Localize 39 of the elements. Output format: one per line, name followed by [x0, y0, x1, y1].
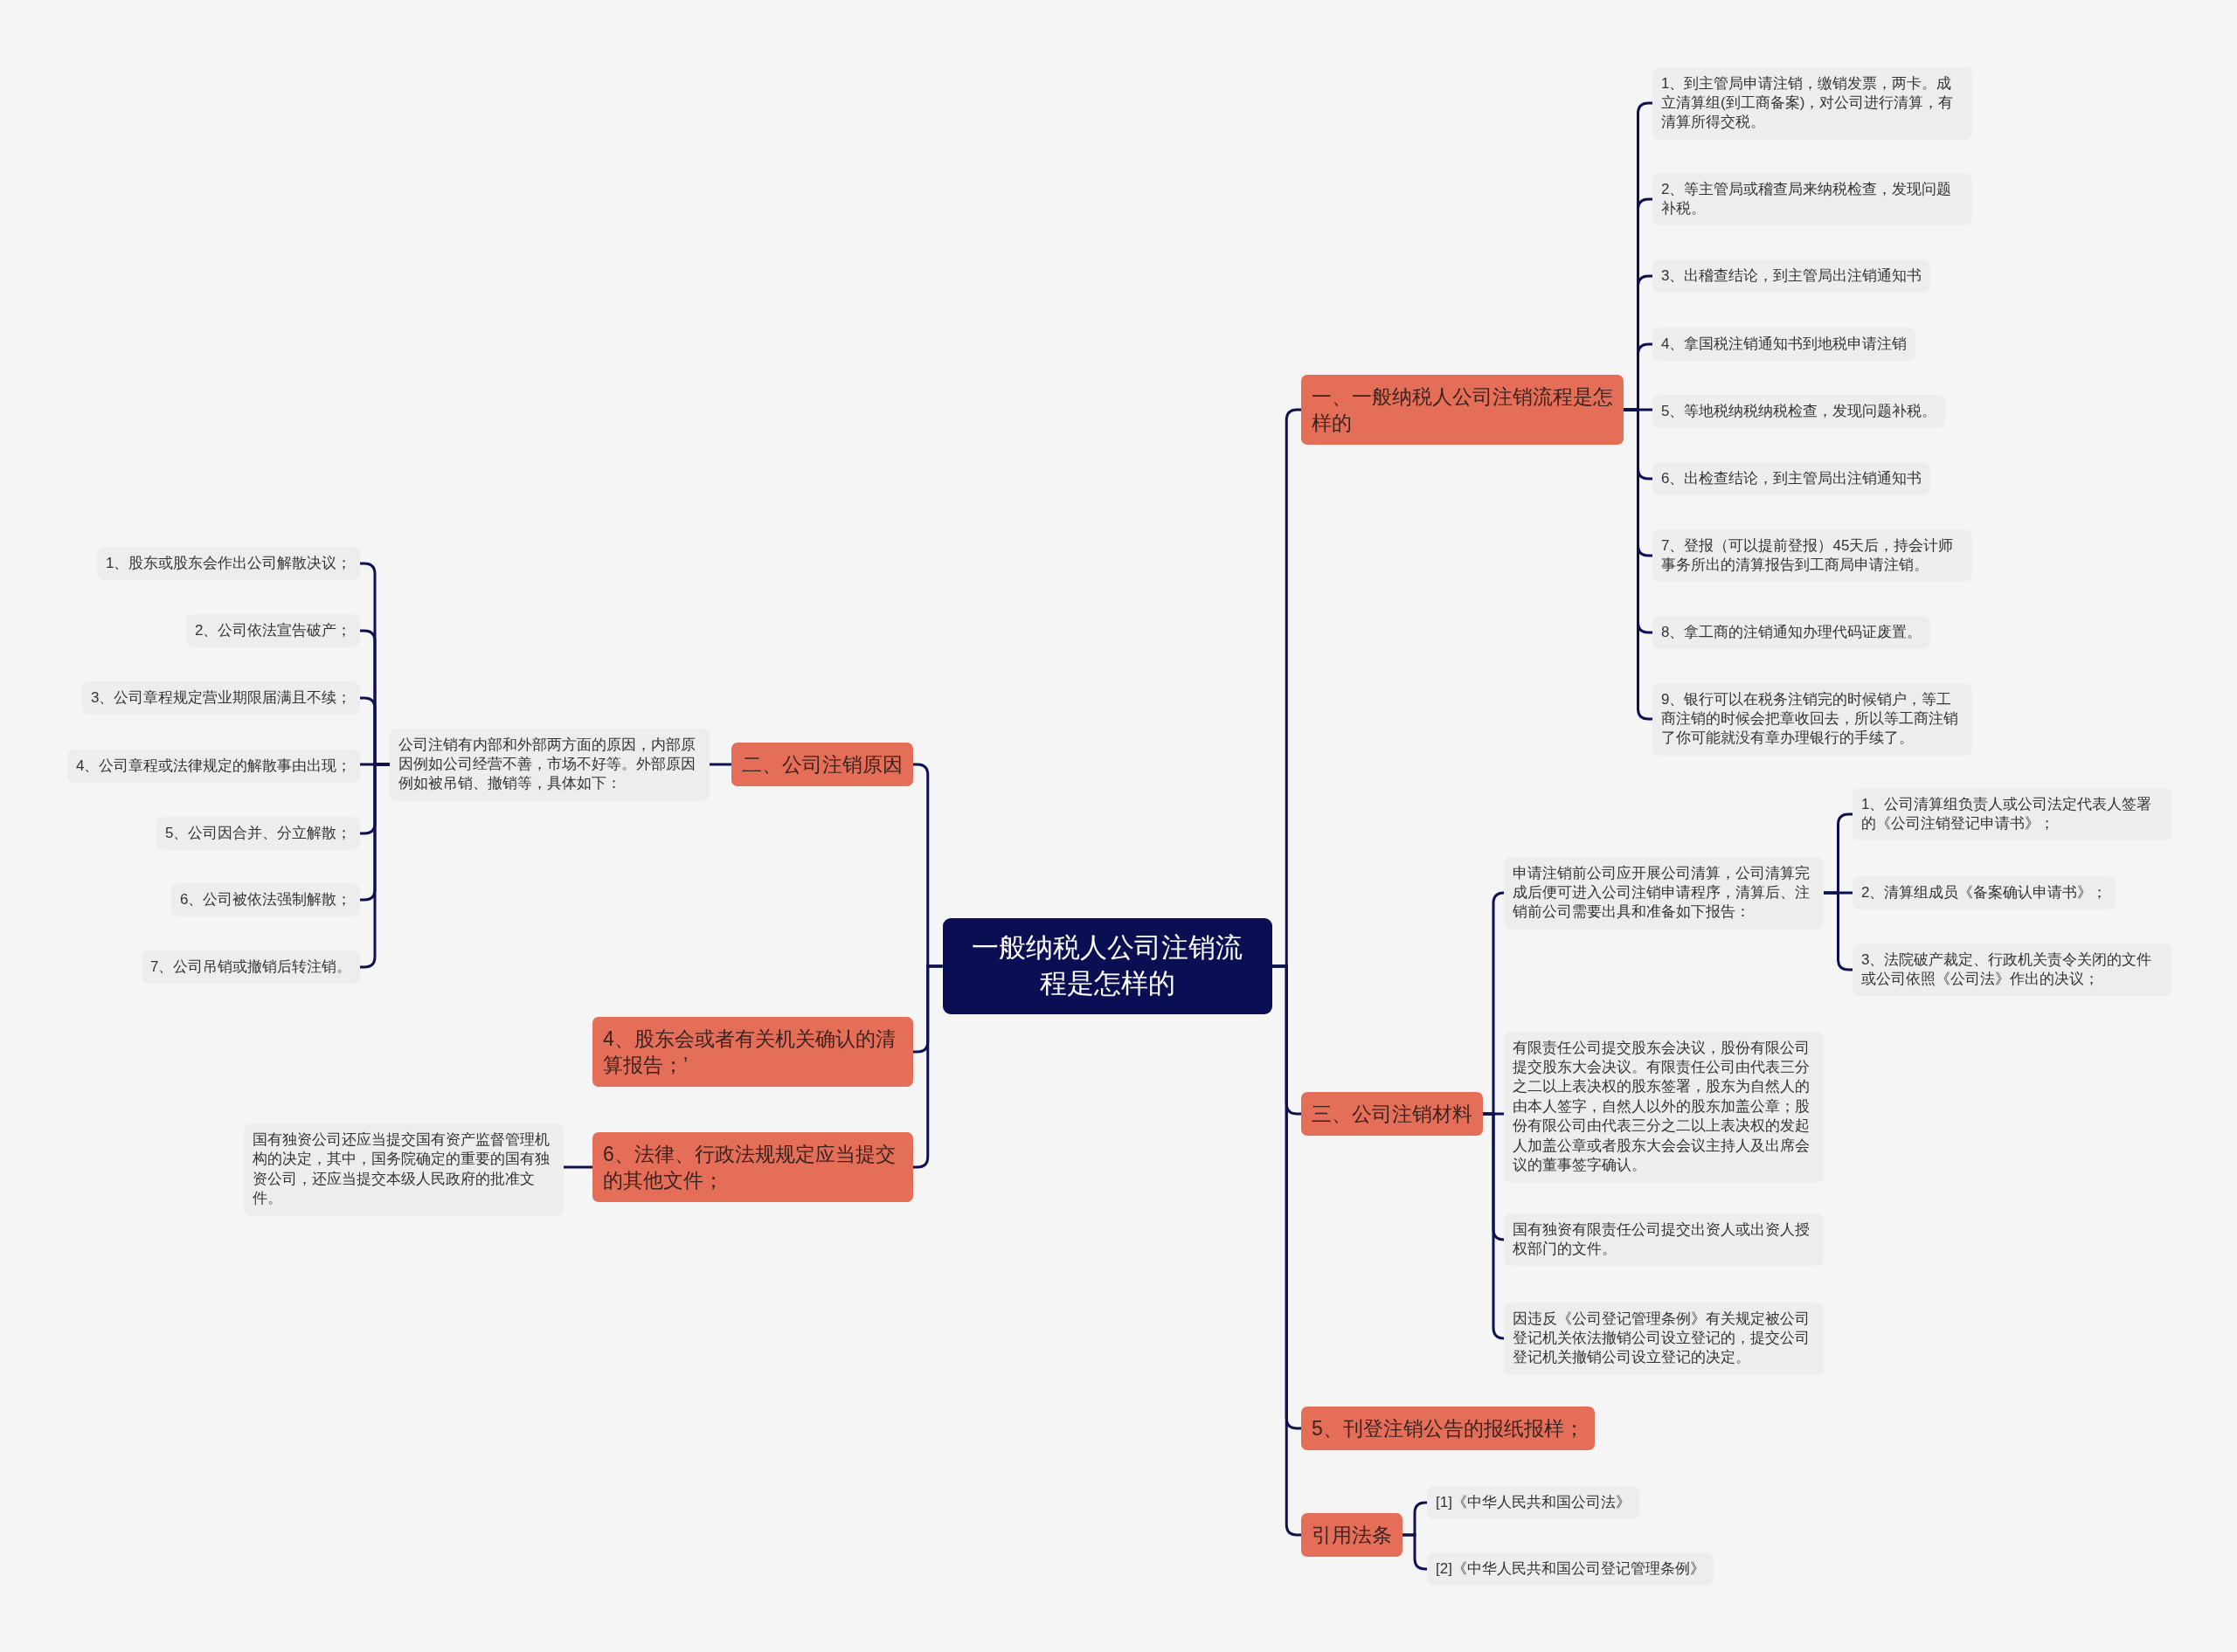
note-box: [2]《中华人民共和国公司登记管理条例》	[1427, 1552, 1714, 1586]
branch-box: 三、公司注销材料	[1301, 1092, 1483, 1137]
note-box: 3、法院破产裁定、行政机关责令关闭的文件或公司依照《公司法》作出的决议；	[1853, 943, 2172, 997]
note-box: 2、公司依法宣告破产；	[186, 614, 361, 648]
branch-box: 引用法条	[1301, 1513, 1402, 1558]
note-box: 申请注销前公司应开展公司清算，公司清算完成后便可进入公司注销申请程序，清算后、注销前公司需要出具和准备如下报告：	[1504, 856, 1824, 930]
branch-box: 6、法律、行政法规规定应当提交的其他文件；	[592, 1131, 913, 1203]
note-box: 6、公司被依法强制解散；	[171, 883, 361, 917]
note-box: 国有独资公司还应当提交国有资产监督管理机构的决定，其中，国务院确定的重要的国有独资公司，还应当提交本级人民政府的批准文件。	[244, 1123, 564, 1216]
connector-line	[710, 763, 731, 766]
note-box: 公司注销有内部和外部两方面的原因，内部原因例如公司经营不善，市场不好等。外部原因例如被吊销、撤销等，具体如下：	[390, 728, 710, 801]
branch-box: 一、一般纳税人公司注销流程是怎样的	[1301, 374, 1624, 446]
note-box: 6、出检查结论，到主管局出注销通知书	[1652, 462, 1931, 496]
note-box: 5、公司因合并、分立解散；	[156, 817, 361, 851]
branch-box: 4、股东会或者有关机关确认的清算报告；’	[592, 1016, 913, 1088]
note-box: 2、等主管局或稽查局来纳税检查，发现问题补税。	[1652, 172, 1972, 226]
note-box: 7、登报（可以提前登报）45天后，持会计师事务所出的清算报告到工商局申请注销。	[1652, 529, 1972, 583]
note-box: 1、到主管局申请注销，缴销发票，两卡。成立清算组(到工商备案)，对公司进行清算，有清算所得交税。	[1652, 66, 1972, 140]
note-box: 2、清算组成员《备案确认申请书》；	[1853, 876, 2116, 910]
note-box: 3、出稽查结论，到主管局出注销通知书	[1652, 259, 1931, 294]
note-box: 1、股东或股东会作出公司解散决议；	[97, 547, 361, 581]
note-box: 1、公司清算组负责人或公司法定代表人签署的《公司注销登记申请书》；	[1853, 787, 2172, 841]
branch-box: 二、公司注销原因	[731, 743, 913, 787]
connector-line	[1483, 1112, 1506, 1340]
note-box: 4、公司章程或法律规定的解散事由出现；	[67, 750, 361, 784]
note-box: 有限责任公司提交股东会决议，股份有限公司提交股东大会决议。有限责任公司由代表三分之二以上表决权的股东签署，股东为自然人的由本人签字，自然人以外的股东加盖公章；股份有限公司由代表三分之二以上表决权的发起人加盖公章或者股东大会会议主持人及出席会议的董事签字确认。	[1504, 1031, 1824, 1183]
note-box: 因违反《公司登记管理条例》有关规定被公司登记机关依法撤销公司设立登记的，提交公司登记机关撤销公司设立登记的决定。	[1504, 1302, 1824, 1375]
branch-box: 5、刊登注销公告的报纸报样；	[1301, 1407, 1595, 1451]
note-box: 5、等地税纳税纳税检查，发现问题补税。	[1652, 395, 1946, 429]
note-box: 7、公司吊销或撤销后转注销。	[142, 950, 361, 985]
connector-line	[1402, 1533, 1428, 1571]
note-box: 4、拿国税注销通知书到地税申请注销	[1652, 328, 1916, 362]
note-box: 国有独资有限责任公司提交出资人或出资人授权部门的文件。	[1504, 1213, 1824, 1267]
connector-line	[564, 1165, 592, 1169]
topic-box: 一般纳税人公司注销流程是怎样的	[942, 918, 1272, 1014]
note-box: [1]《中华人民共和国公司法》	[1427, 1486, 1639, 1520]
note-box: 3、公司章程规定营业期限届满且不续；	[82, 681, 361, 715]
note-box: 8、拿工商的注销通知办理代码证废置。	[1652, 616, 1931, 650]
note-box: 9、银行可以在税务注销完的时候销户，等工商注销的时候会把章收回去，所以等工商注销了你可能就没有章办理银行的手续了。	[1652, 682, 1972, 756]
